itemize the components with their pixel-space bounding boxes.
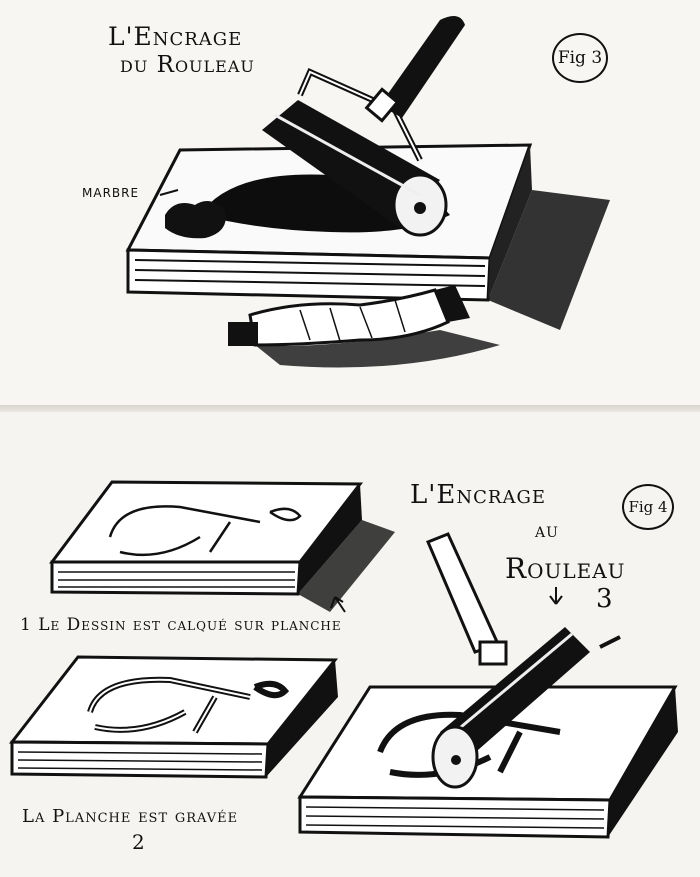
fig4-title-line3: Rouleau bbox=[505, 552, 626, 585]
tube-shadow bbox=[255, 330, 500, 368]
fig3-badge: Fig 3 bbox=[552, 33, 608, 83]
figure-3-panel: L'Encrage du Rouleau Fig 3 MARBRE bbox=[0, 0, 700, 405]
roller-on-plank bbox=[440, 627, 590, 757]
step3-arrow bbox=[549, 587, 563, 605]
ink-blob bbox=[165, 201, 226, 239]
slab-front-hatching bbox=[134, 259, 486, 287]
fig3-title-line1: L'Encrage bbox=[108, 22, 243, 51]
engraving-steps-illustration bbox=[8, 480, 678, 839]
step3-number: 3 bbox=[596, 584, 614, 614]
marble-leader-line bbox=[159, 189, 179, 196]
step2-number: 2 bbox=[132, 830, 146, 854]
step2-engraved-plank bbox=[8, 655, 339, 779]
step2-caption: La Planche est gravée bbox=[22, 806, 239, 827]
fig4-badge-label: Fig 4 bbox=[628, 498, 668, 516]
ink-roller-on-marble-illustration bbox=[125, 16, 610, 368]
marble-slab-side bbox=[488, 145, 532, 300]
fig4-badge: Fig 4 bbox=[622, 484, 674, 530]
marble-label: MARBRE bbox=[82, 186, 140, 200]
anchor-outline-traced bbox=[108, 505, 302, 557]
fig4-title-line1: L'Encrage bbox=[410, 480, 546, 510]
slab-shadow bbox=[488, 190, 610, 330]
fig4-title-line2: au bbox=[535, 518, 559, 542]
step1-arrow bbox=[330, 596, 346, 613]
roller-handle bbox=[380, 16, 465, 118]
fig3-badge-label: Fig 3 bbox=[557, 48, 603, 68]
figure-4-panel: L'Encrage au Rouleau 3 Fig 4 1 Le Dessin… bbox=[0, 412, 700, 877]
step1-traced-plank bbox=[49, 480, 395, 612]
ink-tube bbox=[228, 285, 470, 347]
ink-roller bbox=[262, 16, 465, 237]
fig3-title-line2: du Rouleau bbox=[120, 52, 255, 78]
step1-caption: 1 Le Dessin est calqué sur planche bbox=[20, 615, 342, 635]
step3-inking-plank bbox=[297, 532, 678, 839]
sheet-divider bbox=[0, 405, 700, 412]
roller-handle-3 bbox=[426, 532, 501, 654]
